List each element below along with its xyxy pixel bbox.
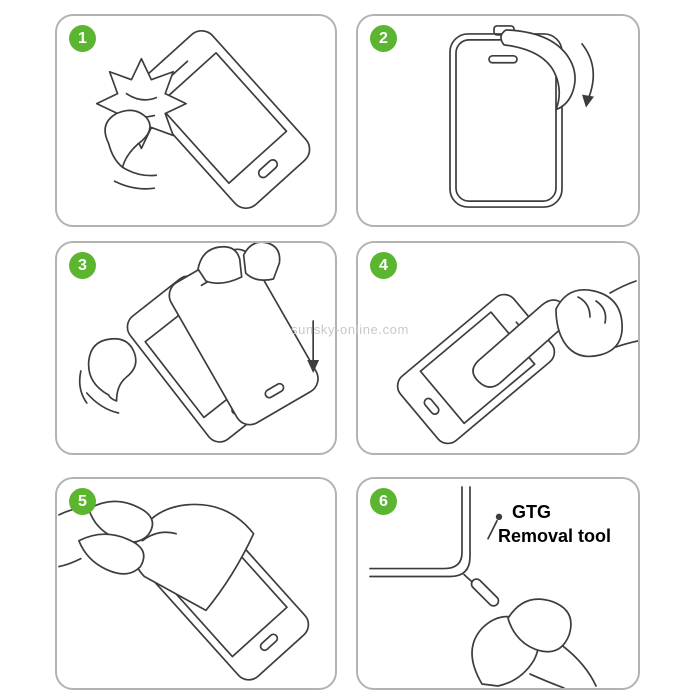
curl-arrow-icon: [581, 43, 595, 101]
step-4-number-badge: 4: [370, 252, 397, 279]
protector-corner-inner-edge: [369, 486, 463, 570]
pointer-line: [487, 519, 498, 540]
pointer-dot: [495, 513, 503, 521]
step-2-panel: 2: [356, 14, 640, 227]
gtg-label: GTG: [512, 502, 551, 522]
phone-outline: [137, 29, 311, 210]
fist-knuckle-lines: [577, 296, 607, 324]
step-5-number-badge: 5: [69, 488, 96, 515]
watermark: sunsky-online.com: [291, 322, 409, 337]
hand-icon: [104, 109, 151, 169]
step-6-panel: 6 GTG Removal tool: [356, 477, 640, 690]
pressing-finger-icon: [472, 299, 570, 388]
step-4-panel: 4: [356, 241, 640, 455]
right-hand-fingers-icon: [197, 243, 281, 285]
step-2-number-badge: 2: [370, 25, 397, 52]
smooth-screen-with-finger-illustration: [396, 280, 638, 445]
hand-outline-lines: [529, 645, 597, 688]
protector-glass: [168, 248, 319, 426]
step-3-panel: 3: [55, 241, 337, 455]
hand-fist-icon: [555, 289, 623, 358]
lower-finger-icon: [77, 533, 145, 575]
wrist-lines: [58, 506, 88, 568]
align-protector-over-phone-illustration: [78, 243, 320, 443]
left-hand-lines: [78, 370, 120, 414]
speaker-cutout: [488, 54, 518, 64]
peel-protective-film-illustration: [449, 25, 595, 208]
upper-finger-icon: [87, 500, 154, 543]
wrist-lines: [609, 280, 638, 348]
step-1-panel: 1: [55, 14, 337, 227]
hand-finger-lines: [113, 166, 158, 190]
removal-tool-label: Removal tool: [498, 526, 612, 546]
down-arrow-head: [307, 360, 320, 373]
curl-arrow-head: [582, 94, 594, 108]
left-hand-thumb-icon: [87, 337, 137, 402]
step-6-number-badge: 6: [370, 488, 397, 515]
step-5-panel: 5: [55, 477, 337, 690]
peel-top-layer-illustration: [58, 500, 310, 681]
wipe-phone-with-cloth-illustration: [95, 29, 311, 210]
gtg-removal-tool-illustration: [369, 486, 597, 688]
step-1-number-badge: 1: [69, 25, 96, 52]
protector-corner-outer-edge: [369, 486, 471, 578]
protector-film-inner: [455, 39, 557, 202]
removal-tool-icon: [470, 578, 500, 607]
step-3-number-badge: 3: [69, 252, 96, 279]
index-finger-icon: [507, 598, 572, 653]
flap-curl-line: [141, 531, 177, 542]
peeling-corner-flap: [500, 29, 576, 111]
